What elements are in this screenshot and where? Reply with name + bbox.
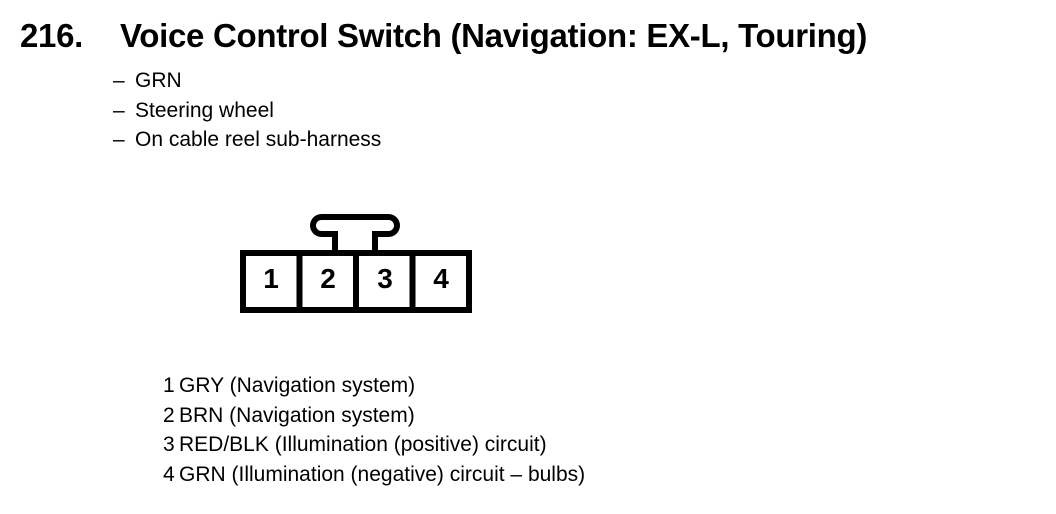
pin-cavity-3	[359, 256, 410, 307]
dash-marker: –	[113, 69, 125, 92]
dash-marker: –	[113, 98, 125, 122]
figure-heading: 216. Voice Control Switch (Navigation: EX…	[20, 16, 867, 56]
pinout-wire-description: BRN (Navigation system)	[179, 403, 415, 427]
dash-marker: –	[113, 128, 125, 151]
pinout-pin-number: 3	[163, 433, 175, 457]
note-text: GRN	[135, 69, 182, 92]
pinout-wire-description: GRN (Illumination (negative) circuit – b…	[179, 462, 586, 486]
pinout-pin-number: 1	[163, 374, 175, 397]
note-item: –Steering wheel	[113, 96, 381, 126]
pin-number-3: 3	[377, 263, 393, 294]
pin-cavity-2	[302, 256, 353, 307]
latch-stem-inner	[338, 227, 372, 250]
pinout-wire-description: GRY (Navigation system)	[179, 374, 416, 397]
location-notes: –GRN –Steering wheel –On cable reel sub-…	[113, 66, 381, 155]
note-item: –GRN	[113, 66, 381, 96]
pin-cavity-4	[415, 256, 466, 307]
latch-tab-inner	[316, 220, 394, 231]
connector-diagram: 1 2 3 4	[240, 214, 472, 313]
note-text: On cable reel sub-harness	[135, 128, 382, 151]
note-item: –On cable reel sub-harness	[113, 125, 381, 155]
pinout-wire-description: RED/BLK (Illumination (positive) circuit…	[179, 433, 547, 457]
pin-number-1: 1	[263, 263, 279, 294]
pin-cavity-1	[246, 256, 297, 307]
note-text: Steering wheel	[135, 98, 274, 122]
pin-number-2: 2	[320, 263, 336, 294]
figure-number: 216.	[20, 17, 84, 54]
figure-title: Voice Control Switch (Navigation: EX-L, …	[120, 17, 868, 54]
pinout-pin-number: 2	[163, 403, 175, 427]
pinout-pin-number: 4	[163, 462, 175, 486]
pin-number-4: 4	[433, 263, 449, 294]
